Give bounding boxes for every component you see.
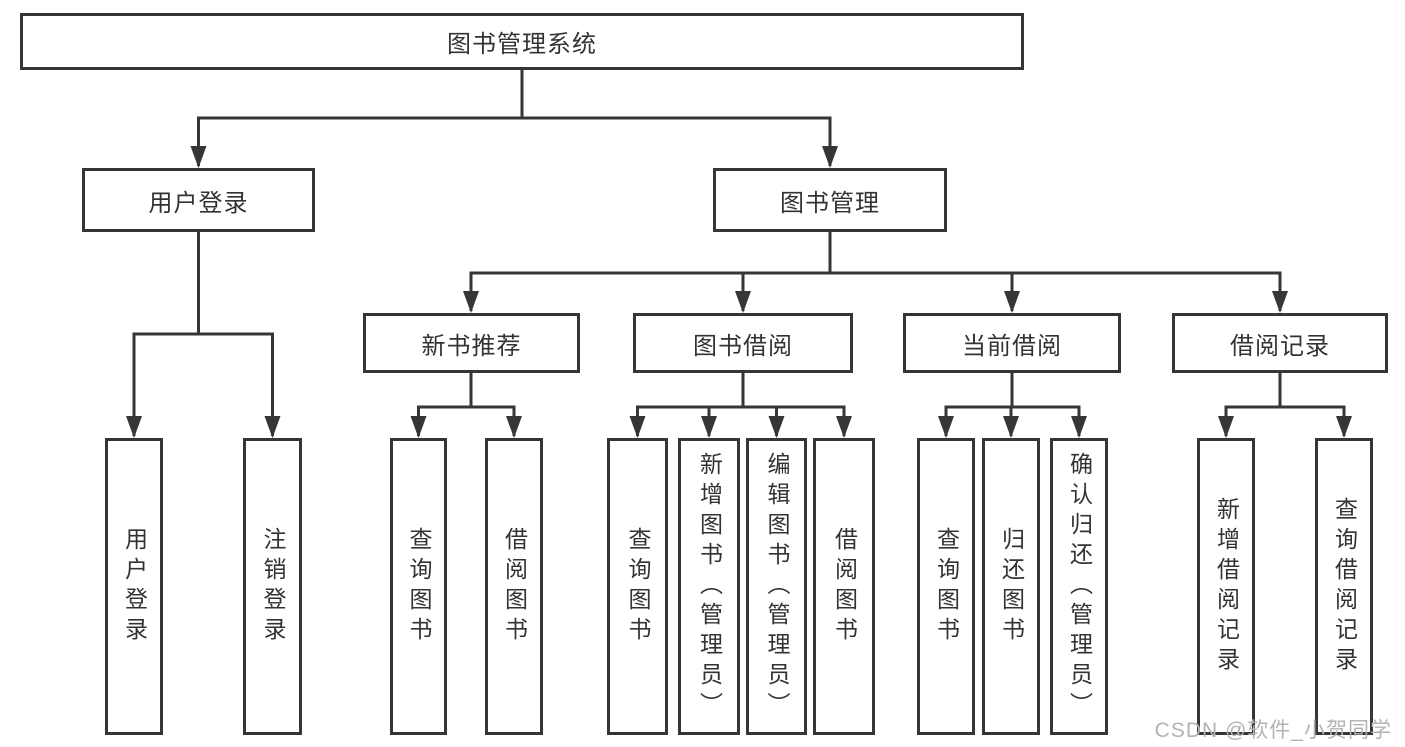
leaf-add-borrow-record-label: 新增借阅记录 (1213, 496, 1240, 677)
leaf-logout-label: 注销登录 (260, 526, 286, 647)
connector-new-book-recommend (410, 373, 522, 438)
leaf-logout: 注销登录 (243, 438, 302, 735)
leaf-user-login: 用户登录 (105, 438, 163, 735)
node-new-book-recommend: 新书推荐 (363, 313, 580, 373)
node-borrow-records: 借阅记录 (1172, 313, 1388, 373)
leaf-return-books-label: 归还图书 (998, 526, 1025, 647)
connector-book-management (463, 232, 1288, 313)
connector-current-borrow (938, 373, 1087, 438)
leaf-confirm-return-admin: 确认归还（管理员） (1050, 438, 1108, 735)
leaf-borrow-books-recommend: 借阅图书 (485, 438, 543, 735)
leaf-return-books: 归还图书 (982, 438, 1040, 735)
leaf-edit-book-admin-label: 编辑图书（管理员） (764, 451, 790, 722)
csdn-watermark: CSDN @软件_小贺同学 (1154, 719, 1392, 742)
leaf-borrow-books-recommend-label: 借阅图书 (501, 526, 528, 647)
connector-borrow-records (1218, 373, 1352, 438)
leaf-user-login-label: 用户登录 (121, 526, 148, 647)
node-user-login: 用户登录 (82, 168, 315, 232)
leaf-query-books-recommend: 查询图书 (390, 438, 447, 735)
leaf-add-borrow-record: 新增借阅记录 (1197, 438, 1255, 735)
leaf-borrow-books-borrow: 借阅图书 (813, 438, 875, 735)
leaf-add-book-admin-label: 新增图书（管理员） (696, 451, 723, 722)
leaf-query-books-borrow: 查询图书 (607, 438, 668, 735)
node-book-borrow: 图书借阅 (633, 313, 853, 373)
leaf-query-borrow-record: 查询借阅记录 (1315, 438, 1373, 735)
connector-user-login (126, 232, 281, 438)
connector-book-borrow (629, 373, 852, 438)
node-root: 图书管理系统 (20, 13, 1024, 70)
leaf-query-books-borrow-label: 查询图书 (625, 526, 651, 647)
leaf-add-book-admin: 新增图书（管理员） (678, 438, 740, 735)
leaf-confirm-return-admin-label: 确认归还（管理员） (1066, 451, 1093, 722)
connector-root (190, 70, 838, 168)
leaf-borrow-books-borrow-label: 借阅图书 (831, 526, 858, 647)
leaf-query-books-current: 查询图书 (917, 438, 975, 735)
leaf-query-borrow-record-label: 查询借阅记录 (1331, 496, 1358, 677)
node-current-borrow: 当前借阅 (903, 313, 1121, 373)
node-book-management: 图书管理 (713, 168, 947, 232)
leaf-edit-book-admin: 编辑图书（管理员） (746, 438, 807, 735)
leaf-query-books-recommend-label: 查询图书 (406, 526, 432, 647)
leaf-query-books-current-label: 查询图书 (933, 526, 960, 647)
